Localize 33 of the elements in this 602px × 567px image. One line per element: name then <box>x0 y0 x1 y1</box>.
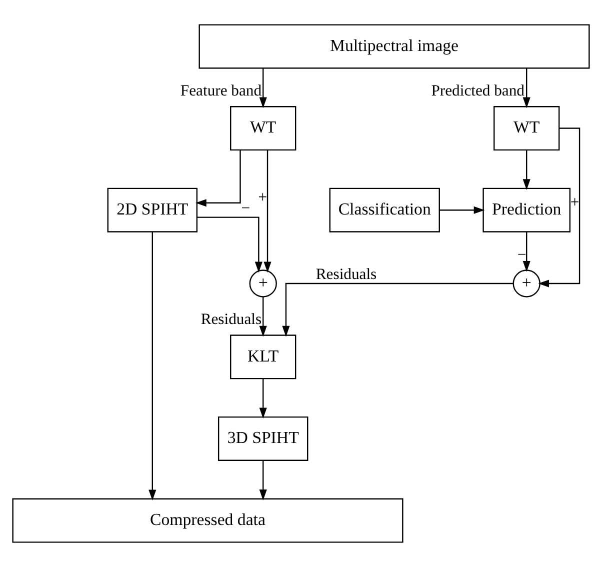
node-box: Multipectral image <box>198 24 590 69</box>
arrow <box>259 460 267 500</box>
edge-label: − <box>241 200 250 217</box>
node-circle: + <box>512 270 540 298</box>
edge-label: + <box>258 188 268 206</box>
arrow <box>259 296 267 337</box>
node-circle: + <box>249 270 277 298</box>
node-box: Compressed data <box>12 498 404 543</box>
arrow <box>264 150 272 273</box>
edge-label: Predicted band <box>431 82 525 100</box>
arrow <box>440 206 485 214</box>
node-box: WT <box>494 106 560 151</box>
arrow <box>522 232 530 272</box>
node-box: Classification <box>329 188 440 232</box>
node-box: Prediction <box>482 188 571 232</box>
edge-label: Residuals <box>316 266 377 284</box>
arrow <box>197 216 262 273</box>
edge-label: − <box>517 246 526 264</box>
edge-label: Residuals <box>200 311 262 328</box>
arrow <box>259 68 267 108</box>
arrow <box>522 150 530 190</box>
arrow <box>538 128 580 288</box>
arrow <box>282 282 514 337</box>
node-box: WT <box>230 106 296 151</box>
edge-label: + <box>570 194 580 211</box>
edge-label: Feature band <box>180 82 262 100</box>
node-box: KLT <box>230 334 296 380</box>
arrow <box>522 68 530 108</box>
arrow <box>259 378 267 419</box>
arrow <box>148 232 156 501</box>
arrow <box>196 150 241 207</box>
node-box: 2D SPIHT <box>107 188 198 232</box>
node-box: 3D SPIHT <box>218 416 308 461</box>
